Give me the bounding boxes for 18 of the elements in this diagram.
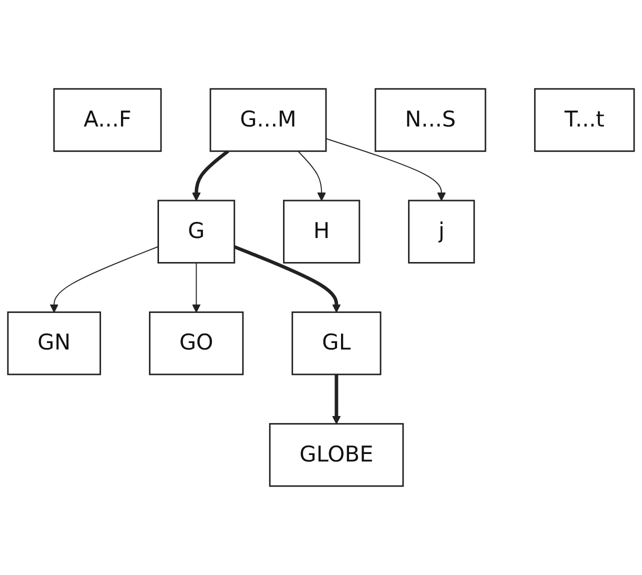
arrow <box>192 262 201 313</box>
node-box: GL <box>292 311 382 376</box>
arrow <box>234 245 341 313</box>
node-box: j <box>408 200 475 264</box>
node-box: GO <box>148 311 244 376</box>
arrow <box>192 150 230 201</box>
arrow <box>332 374 341 424</box>
arrow <box>297 150 326 201</box>
node-box: GLOBE <box>269 423 404 487</box>
node-box: T...t <box>534 88 635 152</box>
arrow <box>50 246 159 313</box>
node-box: A...F <box>53 88 162 152</box>
node-box: N...S <box>374 88 486 152</box>
node-box: GN <box>7 311 102 376</box>
node-box: G <box>158 200 236 264</box>
node-box: G...M <box>210 88 327 152</box>
arrow <box>326 138 446 201</box>
node-box: H <box>283 200 360 264</box>
